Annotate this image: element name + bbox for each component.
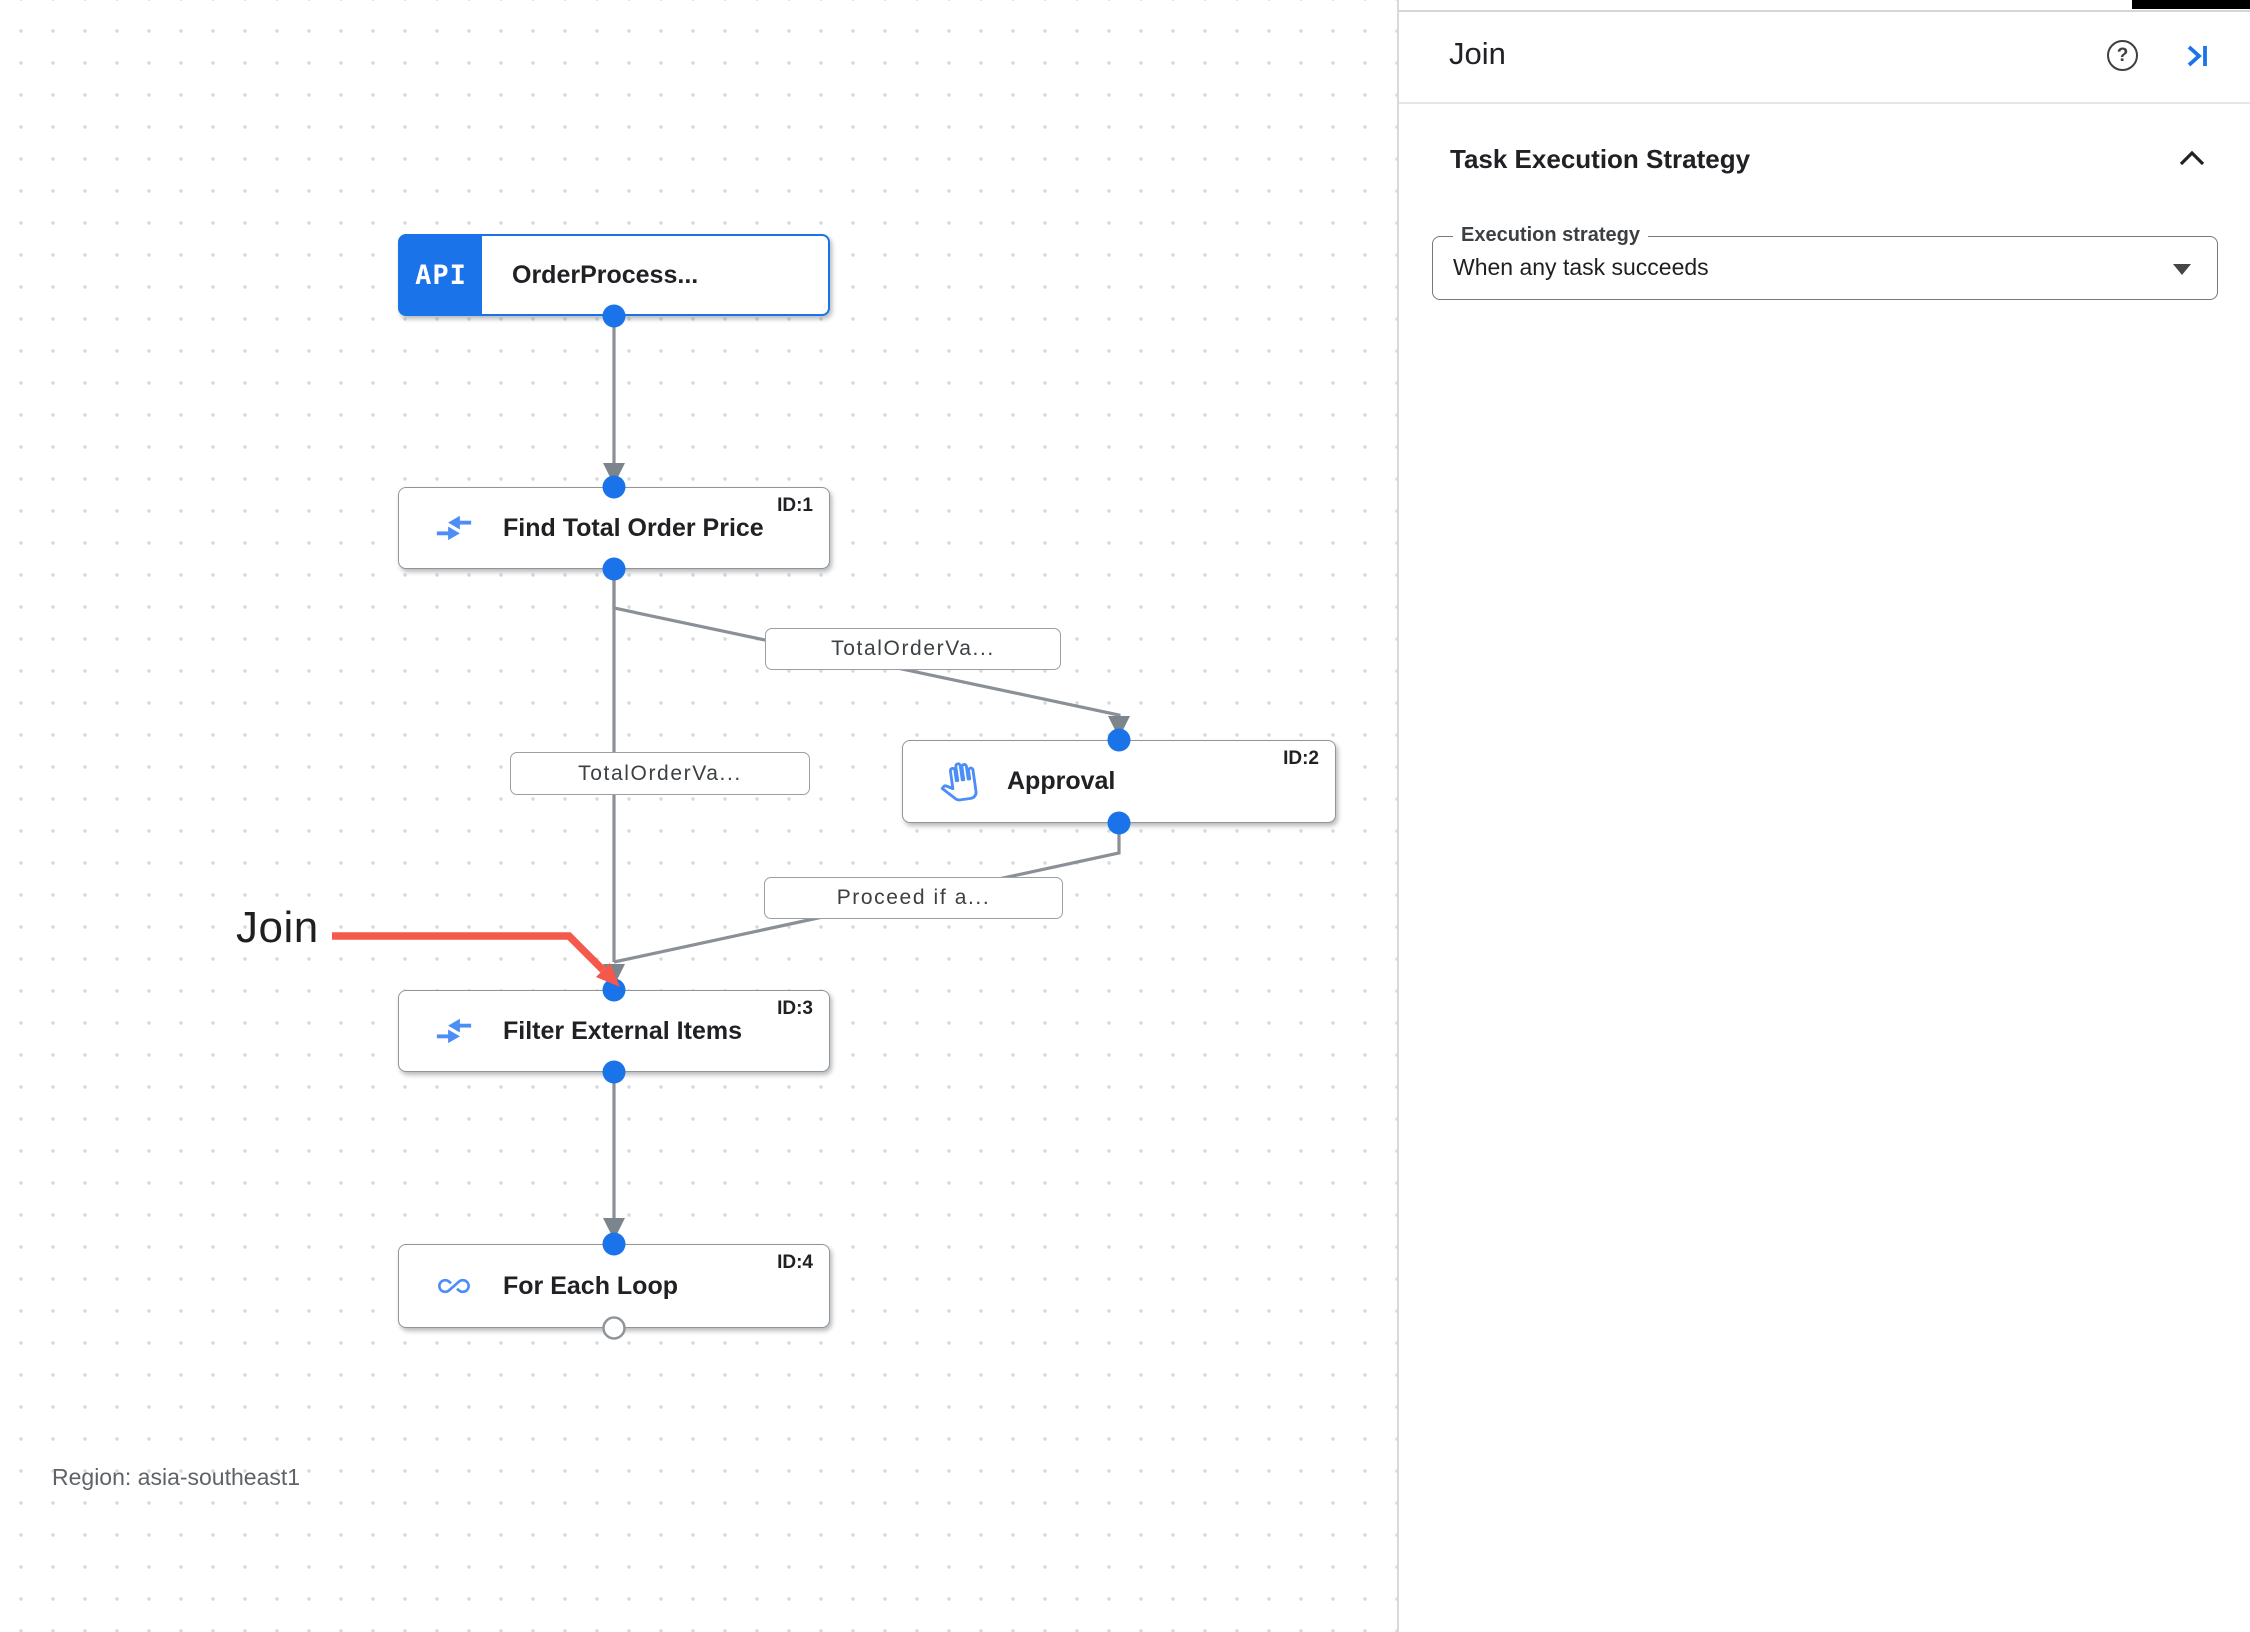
section-title-task-execution-strategy: Task Execution Strategy: [1450, 144, 1751, 174]
edge-label-text: TotalOrderVa...: [831, 637, 995, 660]
node-title: Find Total Order Price: [503, 513, 764, 542]
node-title: Filter External Items: [503, 1016, 742, 1045]
edge-label-totalorderva-left[interactable]: TotalOrderVa...: [510, 752, 810, 795]
workflow-canvas[interactable]: API OrderProcess... ID:1 Find Total Orde…: [0, 0, 1397, 1632]
node-order-process-trigger[interactable]: API OrderProcess...: [398, 234, 830, 316]
help-icon[interactable]: ?: [2107, 40, 2138, 71]
edge-label-text: TotalOrderVa...: [578, 761, 742, 785]
panel-top-divider: [1399, 10, 2250, 12]
api-trigger-icon: API: [400, 236, 482, 314]
node-title: Approval: [1007, 767, 1116, 795]
node-find-total-order-price[interactable]: ID:1 Find Total Order Price: [398, 487, 830, 569]
help-glyph: ?: [2116, 44, 2129, 66]
top-right-black-bar: [2132, 0, 2250, 9]
execution-strategy-label: Execution strategy: [1453, 224, 1648, 247]
node-title: OrderProcess...: [512, 260, 699, 289]
edge-label-totalorderva-right[interactable]: TotalOrderVa...: [765, 628, 1061, 670]
approval-hand-icon: [935, 761, 981, 803]
node-title: For Each Loop: [503, 1271, 678, 1300]
node-id-badge: ID:2: [1283, 748, 1319, 769]
data-mapping-icon: [431, 513, 477, 543]
node-approval[interactable]: ID:2 Approval: [902, 740, 1336, 823]
join-annotation-label: Join: [236, 903, 319, 952]
execution-strategy-value: When any task succeeds: [1453, 254, 1709, 280]
dropdown-caret-icon: [2173, 264, 2191, 275]
node-for-each-loop[interactable]: ID:4 For Each Loop: [398, 1244, 830, 1328]
panel-header: Join ?: [1399, 12, 2250, 104]
config-panel-join: Join ? Task Execution Strategy Execution…: [1397, 0, 2250, 1632]
for-each-loop-icon: [431, 1270, 477, 1302]
chevron-up-icon[interactable]: [2177, 146, 2207, 170]
panel-title: Join: [1449, 36, 1506, 71]
node-id-badge: ID:4: [777, 1252, 813, 1273]
edge-arrowheads: [603, 463, 1130, 1240]
data-mapping-icon: [431, 1016, 477, 1046]
region-label: Region: asia-southeast1: [52, 1464, 301, 1490]
edge-label-text: Proceed if a...: [836, 886, 991, 909]
edge-label-proceed-if[interactable]: Proceed if a...: [764, 877, 1063, 919]
collapse-panel-icon[interactable]: [2181, 40, 2213, 72]
execution-strategy-select[interactable]: Execution strategy When any task succeed…: [1432, 224, 2218, 300]
join-annotation-arrow: [332, 932, 620, 987]
node-filter-external-items[interactable]: ID:3 Filter External Items: [398, 990, 830, 1072]
node-id-badge: ID:3: [777, 998, 813, 1019]
node-id-badge: ID:1: [777, 495, 813, 516]
